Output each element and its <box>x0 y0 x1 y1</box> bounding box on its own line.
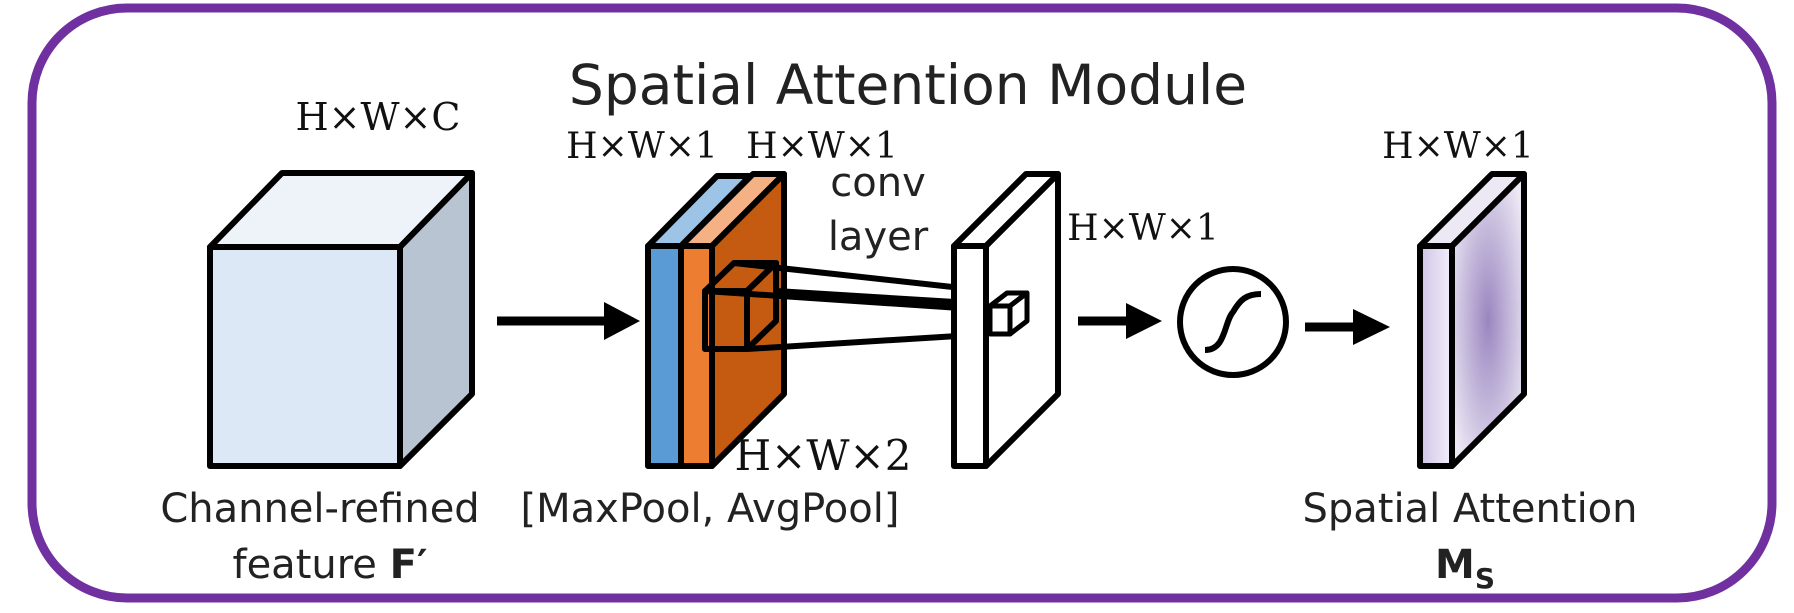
spatial-attention-map <box>1417 171 1527 469</box>
input-caption-line1: Channel-refined <box>160 486 479 532</box>
output-symbol-main: M <box>1435 542 1475 588</box>
input-feature-symbol: F′ <box>390 542 428 588</box>
conv-label-line2: layer <box>828 214 929 260</box>
right-arrow-icon <box>497 302 640 340</box>
maxpool-map <box>645 173 753 469</box>
output-symbol: MS <box>1435 542 1495 595</box>
output-dim-label: H×W×1 <box>1382 126 1534 167</box>
output-caption-line1: Spatial Attention <box>1302 486 1637 532</box>
maxpool-dim-label: H×W×1 <box>566 126 718 167</box>
input-caption-prefix: feature <box>232 542 389 588</box>
module-title: Spatial Attention Module <box>569 53 1247 117</box>
pool-caption: [MaxPool, AvgPool] <box>521 486 900 532</box>
conv-output-dim-label: H×W×1 <box>1067 208 1219 249</box>
right-arrow-icon <box>1078 303 1162 339</box>
output-symbol-subscript: S <box>1475 562 1495 595</box>
pooled-dim-label: H×W×2 <box>735 431 912 480</box>
right-arrow-icon <box>1305 309 1390 345</box>
sigmoid-icon <box>1177 266 1289 378</box>
avgpool-dim-label: H×W×1 <box>746 126 898 167</box>
conv-label-line1: conv <box>830 160 926 206</box>
input-feature-cube <box>207 170 475 469</box>
conv-output-cell <box>987 290 1030 337</box>
input-dim-label: H×W×C <box>296 95 461 139</box>
input-caption-line2: feature F′ <box>232 542 427 588</box>
